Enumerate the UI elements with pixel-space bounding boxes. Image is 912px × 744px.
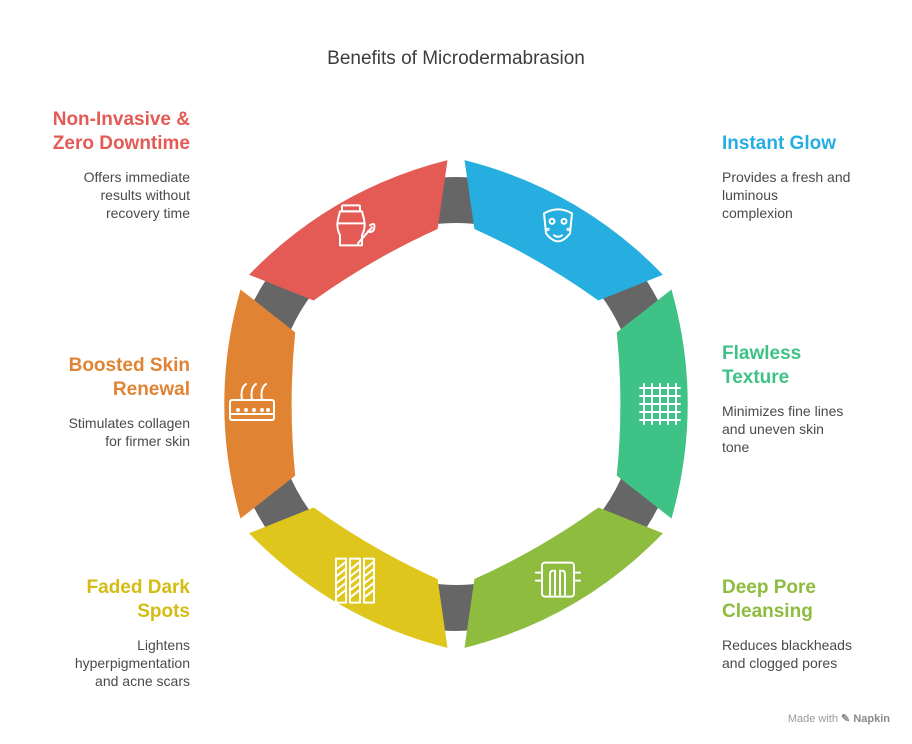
benefit-instant-glow: Instant Glow Provides a fresh and lumino…	[722, 132, 912, 222]
benefit-segment-4	[249, 507, 448, 648]
credit-brand: Napkin	[853, 713, 890, 725]
credit-prefix: Made with	[787, 713, 838, 725]
segment-shape	[249, 160, 448, 301]
cream-jar-brush-icon	[336, 204, 376, 247]
benefit-heading: Deep Pore Cleansing	[722, 577, 816, 622]
benefit-description: Lightens hyperpigmentation and acne scar…	[74, 637, 190, 689]
hand-icon	[535, 561, 581, 598]
benefit-boosted-skin-renewal: Boosted Skin Renewal Stimulates collagen…	[0, 354, 190, 450]
benefit-segment-5	[224, 289, 296, 519]
face-mask-icon	[543, 208, 573, 243]
benefit-faded-dark-spots: Faded Dark Spots Lightens hyperpigmentat…	[0, 576, 190, 690]
benefit-segment-3	[464, 507, 663, 648]
benefit-heading: Flawless Texture	[722, 343, 802, 388]
benefit-description: Provides a fresh and luminous complexion	[722, 169, 851, 221]
benefit-deep-pore-cleansing: Deep Pore Cleansing Reduces blackheads a…	[722, 576, 912, 672]
benefit-description: Stimulates collagen for firmer skin	[68, 415, 190, 449]
napkin-logo-icon: ✎	[841, 713, 851, 725]
benefit-segment-1	[464, 160, 663, 301]
benefit-description: Minimizes fine lines and uneven skin ton…	[722, 403, 844, 455]
benefit-flawless-texture: Flawless Texture Minimizes fine lines an…	[722, 342, 912, 456]
segment-shape	[464, 507, 663, 648]
segment-shape	[224, 289, 296, 519]
benefit-heading: Boosted Skin Renewal	[68, 355, 190, 400]
benefit-segment-2	[616, 289, 688, 519]
striped-panels-icon	[335, 557, 375, 604]
benefit-heading: Faded Dark Spots	[86, 577, 190, 622]
made-with-credit: Made with ✎ Napkin	[788, 712, 890, 725]
benefit-description: Offers immediate results without recover…	[83, 169, 190, 221]
benefit-heading: Instant Glow	[722, 133, 836, 154]
benefit-heading: Non-Invasive & Zero Downtime	[52, 109, 190, 154]
grid-texture-icon	[639, 383, 681, 425]
diagram-title: Benefits of Microdermabrasion	[327, 48, 585, 69]
segment-shape	[249, 507, 448, 648]
benefit-non-invasive: Non-Invasive & Zero Downtime Offers imme…	[0, 108, 190, 222]
benefit-segment-6	[249, 160, 448, 301]
segment-shape	[464, 160, 663, 301]
skin-layers-icon	[229, 383, 275, 421]
benefit-description: Reduces blackheads and clogged pores	[722, 637, 852, 671]
